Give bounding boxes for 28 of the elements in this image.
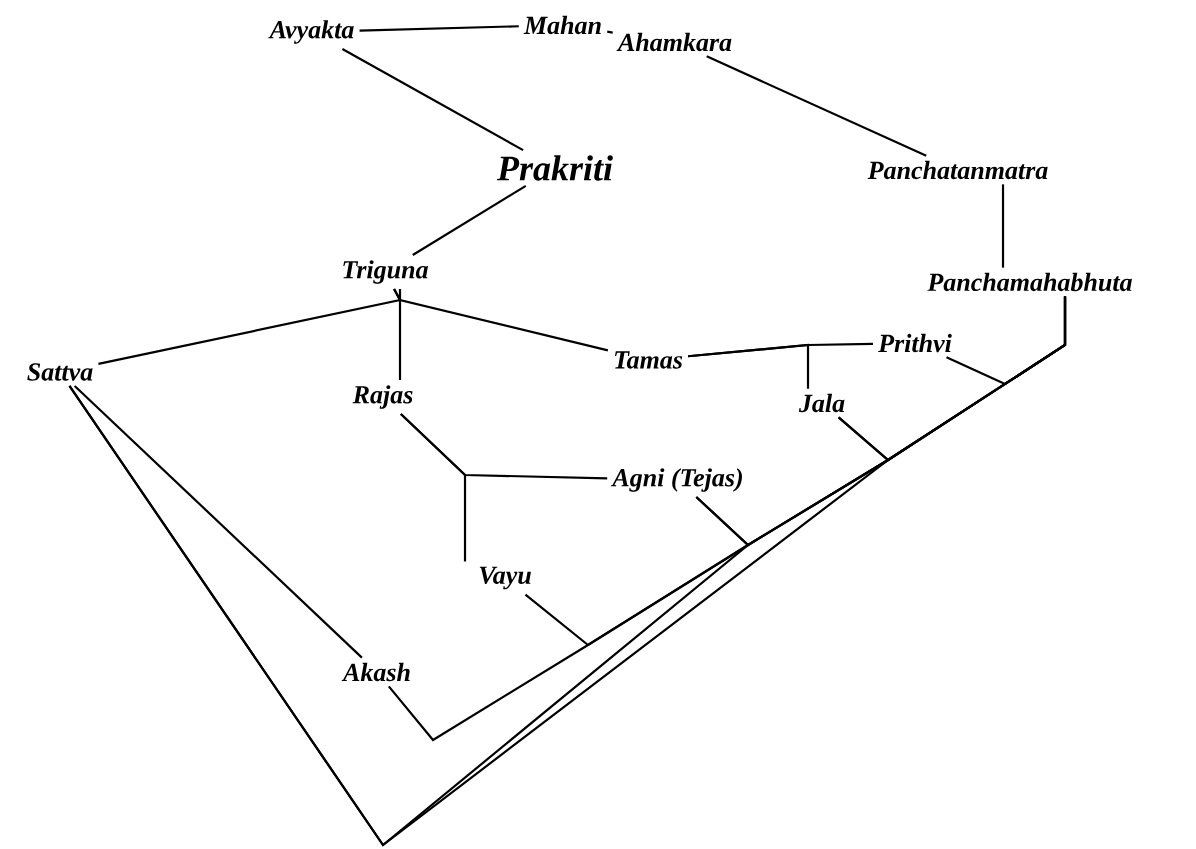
connector-line (398, 289, 402, 380)
connector-line (607, 30, 613, 34)
connector-line (73, 385, 363, 659)
node-label: Tamas (615, 351, 683, 369)
node-label: Jala (798, 393, 845, 413)
connector-line (341, 48, 524, 152)
node-label: Panchamahabhuta (927, 272, 1132, 292)
node-label: Panchatanmatra (867, 160, 1048, 180)
node-label: Mahan (523, 15, 601, 35)
connector-line (393, 288, 609, 352)
connector-line (387, 296, 1067, 742)
node-label: Triguna (343, 260, 428, 284)
connector-line (706, 55, 927, 157)
node-label: Akash (341, 662, 410, 682)
node-label: Avyakta (268, 20, 354, 44)
connector-line (68, 385, 890, 847)
connector-line (359, 25, 519, 32)
node-label: Prithvi (878, 333, 952, 353)
node-label: Vayu (479, 566, 531, 590)
node-label: Prakriti (497, 155, 613, 181)
node-label: Ahamkara (616, 32, 732, 52)
connector-line (688, 343, 810, 389)
connector-line (400, 413, 467, 562)
node-label: Agni (Tejas) (611, 468, 742, 492)
connector-line (412, 184, 527, 256)
node-label: Rajas (352, 385, 413, 409)
node-label: Sattva (27, 363, 93, 381)
connector-line (1001, 184, 1005, 268)
